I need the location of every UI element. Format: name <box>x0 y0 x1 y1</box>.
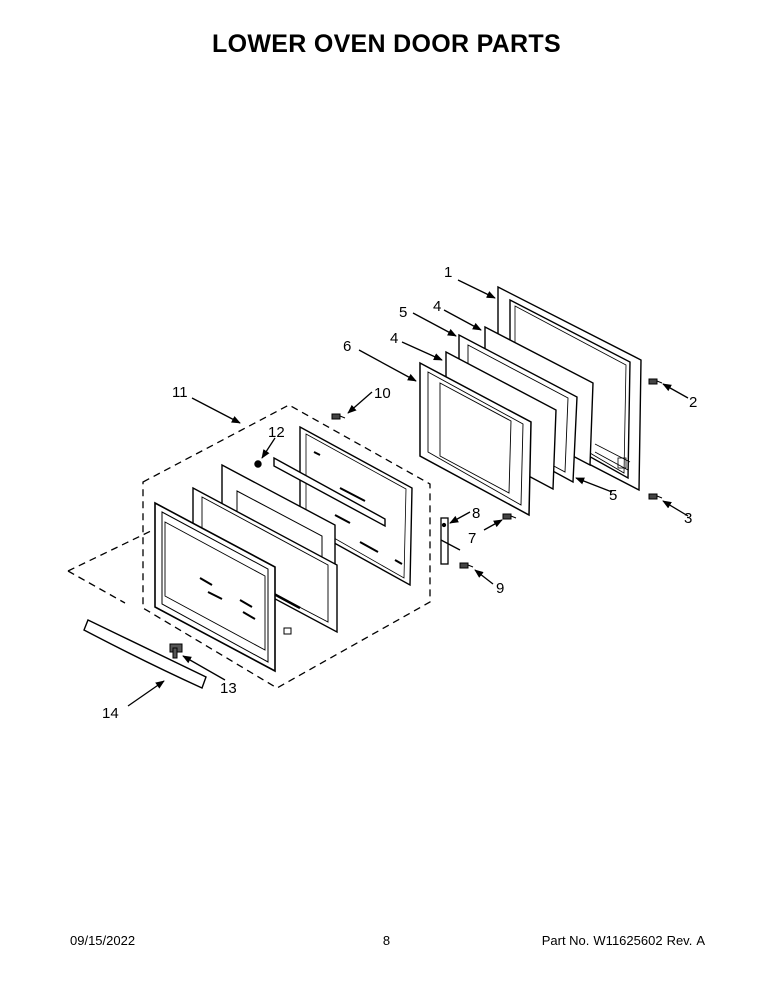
callout-4-lower: 4 <box>390 330 398 347</box>
callout-5-upper: 5 <box>399 304 407 321</box>
footer-page-number: 8 <box>382 933 391 948</box>
part-14-door-handle <box>83 619 207 689</box>
screw-part-9 <box>459 562 474 569</box>
callout-2: 2 <box>689 394 697 411</box>
revision-label: Rev. <box>666 933 693 948</box>
part-6-inner-glass-frame <box>419 361 532 517</box>
part-8-hinge <box>440 517 461 565</box>
screws <box>331 378 663 569</box>
callout-labels: 1 2 3 4 4 5 5 6 7 8 9 10 11 12 13 14 <box>102 264 697 722</box>
front-door-panel <box>154 501 292 673</box>
callout-8: 8 <box>472 505 480 522</box>
callout-12: 12 <box>268 424 285 441</box>
part-12-trim-strip <box>273 456 386 528</box>
part-number-label: Part No. <box>541 933 590 948</box>
callout-6: 6 <box>343 338 351 355</box>
callout-10: 10 <box>374 385 391 402</box>
callout-9: 9 <box>496 580 504 597</box>
callout-5-lower: 5 <box>609 487 617 504</box>
callout-3: 3 <box>684 510 692 527</box>
screw-part-7 <box>502 513 517 520</box>
part-13-bracket <box>169 643 183 659</box>
screw-part-3 <box>648 493 663 500</box>
callout-7: 7 <box>468 530 476 547</box>
callout-11: 11 <box>172 384 188 401</box>
footer-date: 09/15/2022 <box>70 933 136 948</box>
leader-arrows <box>127 279 689 707</box>
screw-part-2 <box>648 378 663 385</box>
callout-13: 13 <box>220 680 237 697</box>
page-title: LOWER OVEN DOOR PARTS <box>212 30 561 58</box>
part-11-door-assembly-outline <box>67 404 431 689</box>
part-number: W11625602 <box>593 933 663 948</box>
revision: A <box>696 933 705 948</box>
callout-14: 14 <box>102 705 119 722</box>
callout-4-upper: 4 <box>433 298 441 315</box>
callout-1: 1 <box>444 264 452 281</box>
screw-part-10 <box>331 413 346 420</box>
